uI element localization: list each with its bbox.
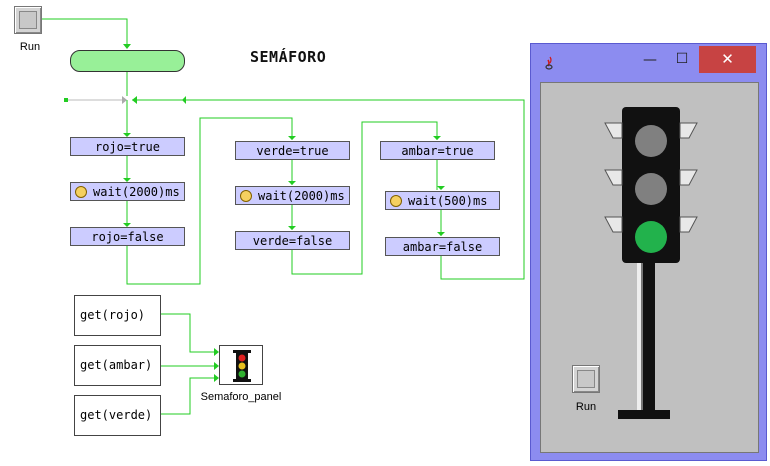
yellow-lamp [635,173,667,205]
close-button[interactable]: ✕ [699,46,756,73]
run-label: Run [19,41,41,53]
diagram-title: SEMÁFORO [250,48,327,66]
get-rojo-block[interactable]: get(rojo) [74,295,161,336]
close-icon: ✕ [721,50,734,68]
block-rojo-true[interactable]: rojo=true [70,137,185,156]
java-icon [541,55,557,71]
minimize-button[interactable]: — [635,48,665,72]
get-verde-block[interactable]: get(verde) [74,395,161,436]
maximize-button[interactable]: ☐ [667,48,697,72]
block-verde-false[interactable]: verde=false [235,231,350,250]
block-rojo-false[interactable]: rojo=false [70,227,185,246]
clock-icon [75,185,87,198]
maximize-icon: ☐ [675,51,689,67]
block-ambar-true[interactable]: ambar=true [380,141,495,160]
traffic-light [604,107,698,419]
semaforo-panel-label: Semaforo_panel [200,391,282,403]
minimize-icon: — [643,52,657,68]
wait-label: wait(2000)ms [93,185,180,199]
wait-label: wait(500)ms [408,194,488,208]
block-wait-verde[interactable]: wait(2000)ms [235,186,350,205]
start-block[interactable] [70,50,185,72]
block-ambar-false[interactable]: ambar=false [385,237,500,256]
block-wait-ambar[interactable]: wait(500)ms [385,191,500,210]
wait-label: wait(2000)ms [258,189,345,203]
window-run-label: Run [575,401,597,413]
semaforo-panel-block[interactable] [219,345,263,385]
window-run-button[interactable] [572,365,600,393]
window-client-area: Run [540,82,759,453]
run-button[interactable] [14,6,42,34]
clock-icon [240,189,252,202]
get-ambar-block[interactable]: get(ambar) [74,345,161,386]
clock-icon [390,194,402,207]
green-lamp [635,221,667,253]
block-verde-true[interactable]: verde=true [235,141,350,160]
red-lamp [635,125,667,157]
block-wait-rojo[interactable]: wait(2000)ms [70,182,185,201]
app-window: — ☐ ✕ [530,43,767,461]
traffic-light-icon [233,350,251,382]
